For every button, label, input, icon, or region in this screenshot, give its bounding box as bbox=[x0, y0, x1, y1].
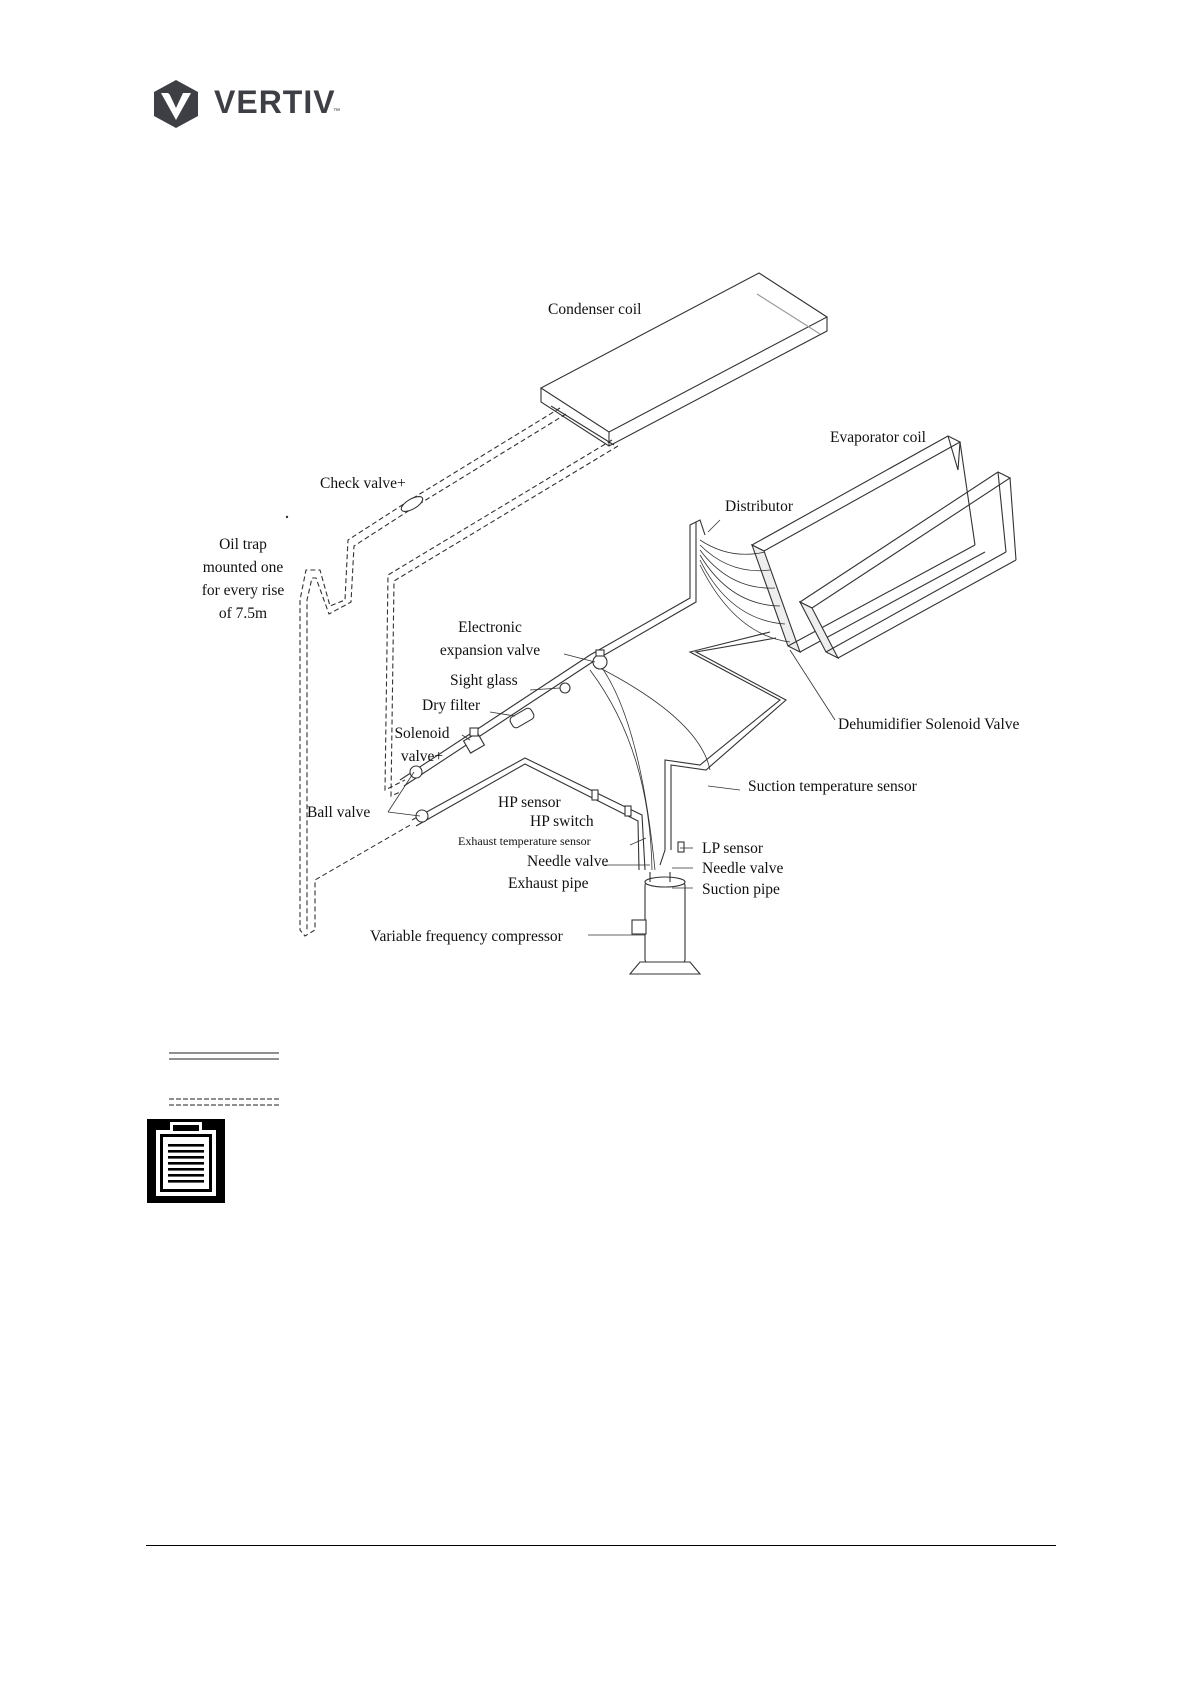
label-oil-trap-4: of 7.5m bbox=[219, 605, 267, 622]
label-dehumidifier-solenoid-valve: Dehumidifier Solenoid Valve bbox=[838, 716, 1019, 733]
label-lp-sensor: LP sensor bbox=[702, 840, 764, 857]
label-condenser-coil: Condenser coil bbox=[548, 301, 641, 318]
evaporator-coil-shape bbox=[750, 435, 1017, 660]
legend-solid-line bbox=[169, 1052, 279, 1060]
label-suction-pipe: Suction pipe bbox=[702, 881, 780, 898]
distributor-tubes bbox=[699, 539, 791, 643]
ball-valve-lower bbox=[415, 809, 429, 823]
label-exhaust-temperature-sensor: Exhaust temperature sensor bbox=[458, 834, 591, 848]
electronic-expansion-valve bbox=[592, 649, 608, 670]
leader-lines bbox=[387, 519, 836, 936]
label-variable-frequency-compressor: Variable frequency compressor bbox=[370, 928, 564, 945]
label-sight-glass: Sight glass bbox=[450, 672, 518, 689]
suction-line bbox=[659, 631, 787, 866]
label-exhaust-pipe: Exhaust pipe bbox=[508, 875, 589, 892]
label-solenoid-valve-2: valve+ bbox=[401, 748, 443, 765]
ball-valve-upper bbox=[409, 765, 423, 779]
condenser-coil-shape bbox=[539, 272, 829, 447]
label-eev-1: Electronic bbox=[458, 619, 522, 636]
vertiv-logo: VERTIV ™ bbox=[150, 78, 350, 130]
label-oil-trap-3: for every rise bbox=[202, 582, 285, 599]
hp-switch bbox=[624, 805, 632, 817]
dot-mark bbox=[285, 515, 289, 519]
label-evaporator-coil: Evaporator coil bbox=[830, 429, 926, 446]
diagram-labels: Condenser coil Evaporator coil Check val… bbox=[202, 301, 1020, 945]
solenoid-valve bbox=[462, 727, 486, 754]
label-hp-switch: HP switch bbox=[530, 813, 594, 830]
label-oil-trap-2: mounted one bbox=[203, 559, 284, 576]
brand-trademark: ™ bbox=[333, 108, 340, 115]
vertiv-logo-icon bbox=[154, 80, 198, 128]
label-eev-2: expansion valve bbox=[440, 642, 540, 659]
label-suction-temperature-sensor: Suction temperature sensor bbox=[748, 778, 918, 795]
label-dry-filter: Dry filter bbox=[422, 697, 481, 714]
brand-name: VERTIV bbox=[214, 84, 336, 120]
check-valve bbox=[400, 496, 424, 512]
label-ball-valve: Ball valve bbox=[307, 804, 370, 821]
label-needle-valve-left: Needle valve bbox=[527, 853, 608, 870]
sight-glass bbox=[559, 682, 571, 694]
footer-divider bbox=[146, 1545, 1056, 1546]
sensor-wires bbox=[589, 664, 711, 871]
label-needle-valve-right: Needle valve bbox=[702, 860, 783, 877]
field-piping-dashed bbox=[299, 407, 619, 937]
clipboard-note-icon bbox=[147, 1119, 225, 1203]
liquid-line bbox=[399, 519, 706, 787]
discharge-line bbox=[411, 757, 646, 871]
label-solenoid-valve-1: Solenoid bbox=[394, 725, 449, 742]
label-check-valve: Check valve+ bbox=[320, 475, 406, 492]
variable-frequency-compressor bbox=[628, 872, 702, 975]
label-hp-sensor: HP sensor bbox=[498, 794, 562, 811]
dry-filter bbox=[509, 707, 535, 729]
hp-sensor bbox=[591, 789, 599, 801]
lp-sensor bbox=[677, 841, 685, 853]
label-distributor: Distributor bbox=[725, 498, 794, 515]
legend-dashed-line bbox=[169, 1098, 279, 1106]
label-oil-trap-1: Oil trap bbox=[219, 536, 267, 553]
